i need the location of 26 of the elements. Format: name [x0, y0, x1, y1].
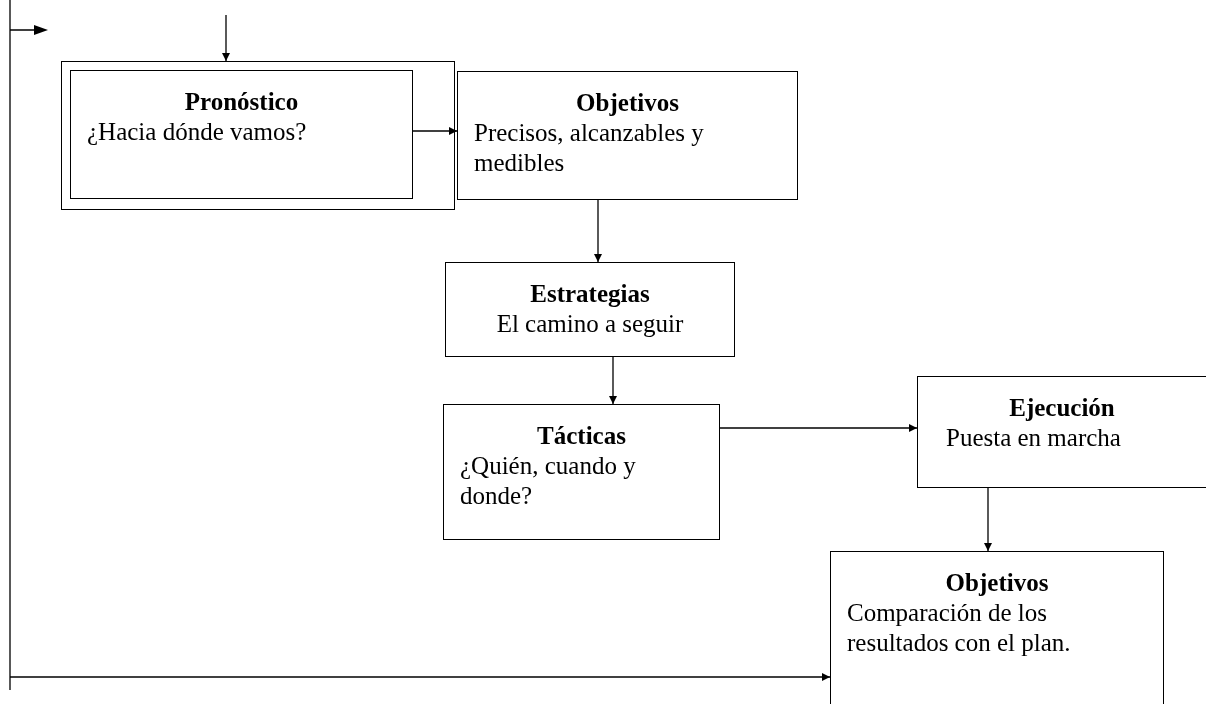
box-description: Precisos, alcanzables y medibles [474, 118, 705, 178]
arrow [594, 199, 602, 263]
arrow [411, 127, 458, 135]
box-description: El camino a seguir [495, 309, 685, 339]
process-box [457, 71, 798, 200]
arrow [984, 487, 992, 552]
box-heading: Ejecución [1008, 393, 1116, 423]
box-heading: Pronóstico [183, 87, 300, 117]
box-description: ¿Hacia dónde vamos? [87, 117, 308, 147]
box-description: ¿Quién, cuando y donde? [460, 451, 637, 511]
box-description: Puesta en marcha [945, 423, 1122, 453]
process-box [917, 376, 1206, 488]
arrow [9, 673, 831, 681]
box-heading: Objetivos [575, 88, 680, 118]
arrow [609, 356, 617, 405]
box-heading: Tácticas [536, 421, 627, 451]
arrow [222, 14, 230, 62]
process-box [443, 404, 720, 540]
box-heading: Objetivos [944, 568, 1050, 598]
box-description: Comparación de los resultados con el plan. [847, 598, 1072, 658]
process-box [70, 70, 413, 199]
arrow [719, 424, 918, 432]
frame-box [61, 61, 455, 210]
process-box [830, 551, 1164, 704]
box-heading: Estrategias [529, 279, 651, 309]
process-box [445, 262, 735, 357]
